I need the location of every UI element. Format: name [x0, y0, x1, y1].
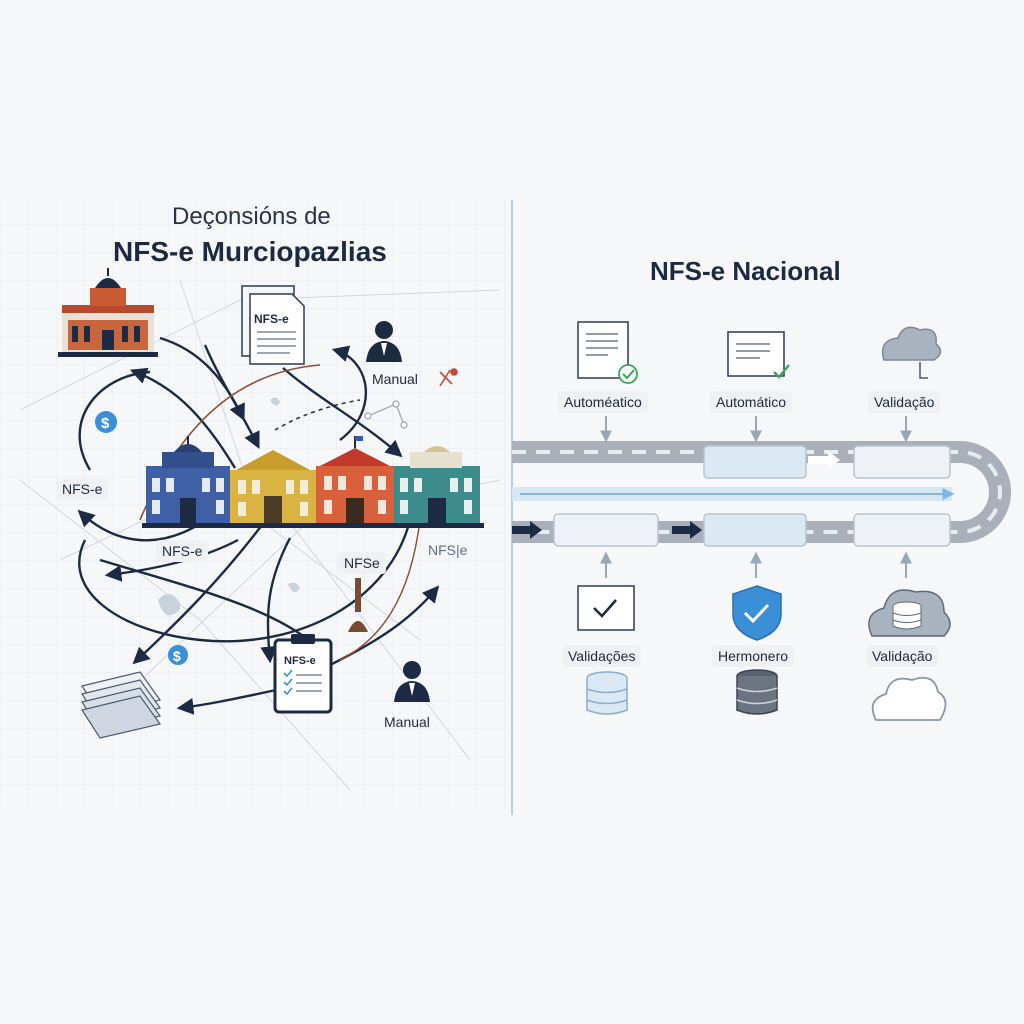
dashed-link [274, 399, 361, 431]
left-subtitle: Deçonsións de [172, 203, 331, 230]
tool-icon [439, 368, 458, 387]
doc-bottom-label: NFS-e [284, 655, 316, 667]
top-label-2: Automático [710, 391, 793, 413]
stamp-icon [348, 578, 368, 632]
database-icon [586, 671, 628, 715]
brown-arc-2 [339, 519, 421, 661]
left-title: NFS-e Murciopazlias [113, 236, 387, 267]
stack-icon [81, 671, 162, 739]
bottom-label-1: Validações [562, 645, 642, 667]
svg-text:$: $ [101, 415, 110, 432]
bottom-label-2: Hermonero [712, 645, 795, 667]
document-icon [241, 285, 305, 365]
municipal-buildings [142, 436, 484, 528]
person-icon [366, 321, 402, 362]
coin-icon: $ $ [95, 411, 188, 665]
database-icon-dark [736, 669, 778, 715]
cloud-icon [881, 326, 942, 379]
nfse-left-label: NFS-e [56, 478, 109, 500]
top-label-1: Automéatico [558, 391, 648, 413]
doc-top-label: NFS-e [254, 312, 289, 326]
clipboard-icon [273, 634, 333, 714]
person-icon-bottom [394, 661, 430, 702]
shield-check-icon [732, 585, 782, 641]
cloud-database-icon [868, 589, 951, 637]
document-check-icon [577, 321, 638, 384]
bottom-label-3: Validação [866, 645, 939, 667]
conveyor-belts [512, 441, 1011, 543]
right-title: NFS-e Nacional [650, 256, 841, 286]
cloud-outline-icon [871, 676, 947, 721]
document-check-icon-2 [727, 331, 790, 379]
network-node [364, 400, 408, 429]
top-label-3: Validação [868, 391, 941, 413]
nfse-faded-label: NFS|e [428, 542, 468, 558]
manual-bottom-label: Manual [384, 714, 430, 730]
belt-boxes [553, 445, 951, 547]
belt-arrows [512, 451, 840, 539]
manual-top-label: Manual [372, 371, 418, 387]
city-hall-icon [58, 268, 158, 357]
checkbox-icon [577, 585, 635, 631]
nfse-right-label: NFSe [338, 552, 386, 574]
map-decor [158, 397, 300, 616]
svg-text:$: $ [173, 648, 181, 664]
connector-arrows [600, 416, 912, 578]
nfse-mid-label: NFS-e [156, 540, 209, 562]
